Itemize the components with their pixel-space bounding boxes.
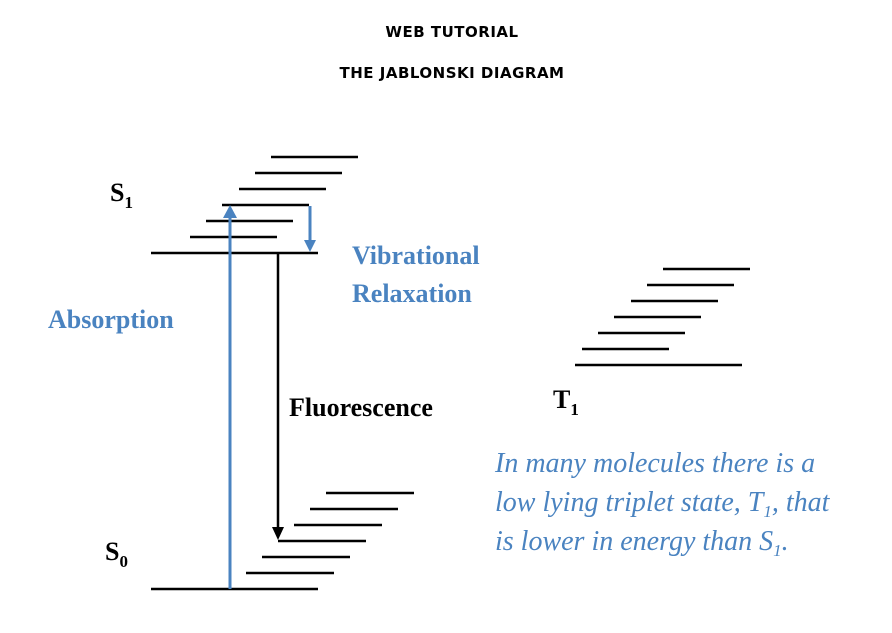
note-line-3: is lower in energy than S1. xyxy=(495,526,789,560)
diagram-title: THE JABLONSKI DIAGRAM xyxy=(340,64,565,82)
vibrational-relaxation-arrow xyxy=(304,206,316,252)
vibrational-label: Vibrational xyxy=(352,241,480,270)
t1-state-label: T1 xyxy=(553,385,579,419)
s1-energy-levels xyxy=(151,155,358,255)
s0-state-label: S0 xyxy=(105,537,128,571)
tutorial-heading: WEB TUTORIAL xyxy=(385,23,518,41)
absorption-label: Absorption xyxy=(48,305,174,334)
note-line-2: low lying triplet state, T1, that xyxy=(495,487,831,521)
s0-energy-levels xyxy=(151,491,414,591)
fluorescence-label: Fluorescence xyxy=(289,393,433,422)
absorption-arrow xyxy=(223,205,237,589)
relaxation-label: Relaxation xyxy=(352,279,472,308)
fluorescence-arrow xyxy=(272,253,284,540)
triplet-state-note: In many molecules there is a low lying t… xyxy=(494,448,831,560)
note-line-1: In many molecules there is a xyxy=(494,448,815,479)
s1-state-label: S1 xyxy=(110,178,133,212)
t1-energy-levels xyxy=(575,267,750,367)
